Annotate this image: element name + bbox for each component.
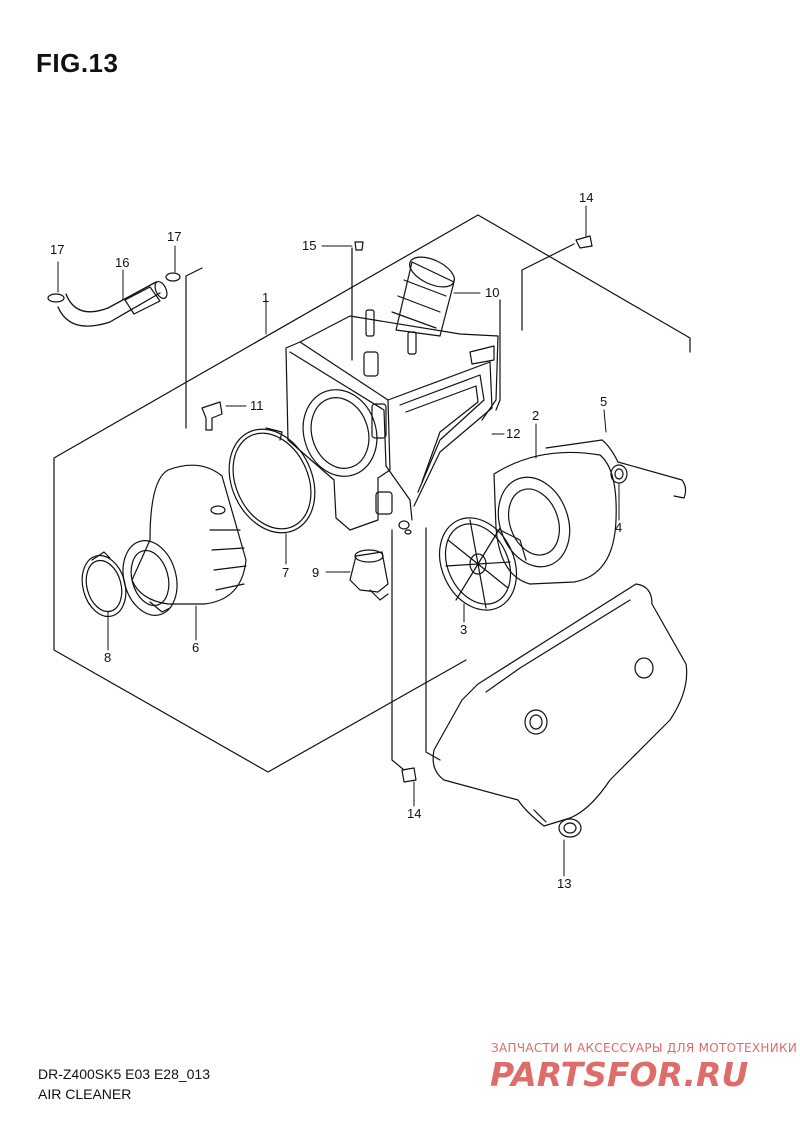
leader-12-upper [495,299,501,411]
watermark-logo-text: PARTSFOR.RU [490,1055,748,1094]
inlet-pipe [391,256,455,337]
filter-element [493,451,617,585]
washer [610,464,628,484]
callout-6: 6 [192,640,199,655]
model-code: DR-Z400SK5 E03 E28_013 [38,1066,210,1082]
breather-hose [47,272,181,327]
seal-ring [228,427,316,534]
callout-14-bottom: 14 [407,806,421,821]
callout-12: 12 [506,426,520,441]
hose-leader [185,267,203,429]
leader-14-bottom-line [391,529,405,771]
callout-13: 13 [557,876,571,891]
screw-15 [354,241,364,251]
element-holder [438,517,527,611]
spring-wire [545,439,687,499]
side-cover [432,583,688,838]
screw-14-bottom [401,767,417,783]
screw-14-top [575,235,593,249]
boss-left [363,351,379,377]
callout-2: 2 [532,408,539,423]
assembly-outline [53,214,691,773]
drain-joint [201,401,223,431]
hose-clamp [81,551,127,618]
drain-boot [349,549,389,601]
callout-11: 11 [250,398,264,413]
callout-1: 1 [262,290,269,305]
callout-5: 5 [600,394,607,409]
figure-title: FIG.13 [36,48,119,78]
callout-14-top: 14 [579,190,593,205]
callout-16: 16 [115,255,129,270]
callout-10: 10 [485,285,499,300]
air-box-housing [285,315,499,535]
callout-8: 8 [104,650,111,665]
callout-7: 7 [282,565,289,580]
stud-left [365,309,375,337]
intake-duct [122,464,247,616]
watermark-logo: PARTSFOR.RU [490,1055,748,1094]
callout-4: 4 [615,520,622,535]
stud-right [407,331,417,355]
callout-15: 15 [302,238,316,253]
section-name: AIR CLEANER [38,1086,132,1102]
callout-17-right: 17 [167,229,181,244]
watermark-caption: ЗАПЧАСТИ И АКСЕССУАРЫ ДЛЯ МОТОТЕХНИКИ [491,1041,798,1055]
callout-9: 9 [312,565,319,580]
leader-14-top [521,243,575,331]
callout-17-left: 17 [50,242,64,257]
leader-13-left [425,527,441,761]
callout-3: 3 [460,622,467,637]
